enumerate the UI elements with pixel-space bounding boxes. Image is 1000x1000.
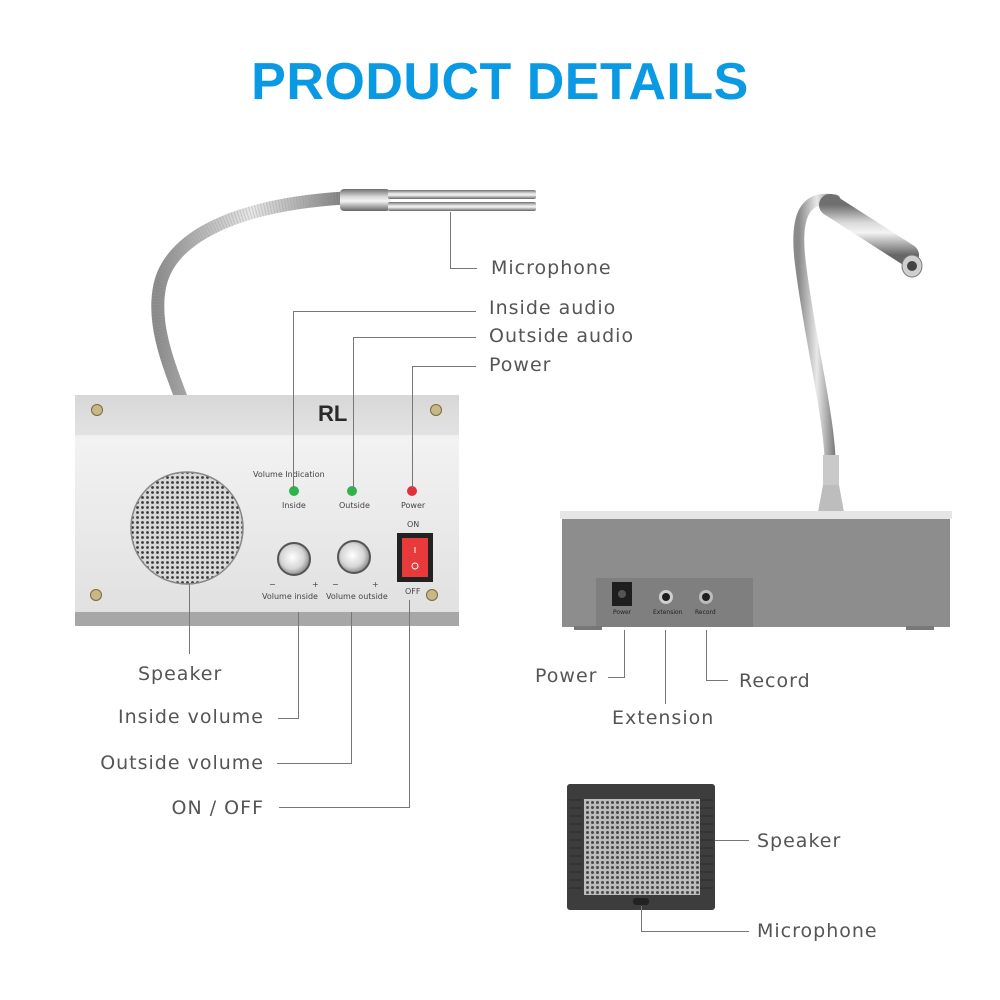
callout-ext-speaker: Speaker xyxy=(757,830,842,852)
callout-line-outside-audio-h xyxy=(353,337,476,338)
callout-line-on-off xyxy=(409,600,410,808)
brand-logo: RL xyxy=(318,401,348,426)
switch-off-text: OFF xyxy=(405,587,421,596)
callout-back-record: Record xyxy=(739,670,811,692)
callout-on-off: ON / OFF xyxy=(171,797,264,819)
callout-line-inside-audio-h xyxy=(293,311,476,312)
callout-line-back-record-h xyxy=(706,680,728,681)
port-extension-text: Extension xyxy=(653,609,683,616)
callout-ext-microphone: Microphone xyxy=(757,920,878,942)
knob-inside-text: Volume inside xyxy=(262,592,318,601)
callout-line-back-record xyxy=(706,630,707,680)
callout-outside-volume: Outside volume xyxy=(100,752,264,774)
callout-inside-audio: Inside audio xyxy=(489,297,617,319)
led-power-text: Power xyxy=(401,501,426,510)
callout-line-back-extension xyxy=(665,630,666,704)
callout-speaker: Speaker xyxy=(138,663,223,685)
callout-line-outside-audio xyxy=(353,337,354,489)
callout-back-extension: Extension xyxy=(612,707,715,729)
callout-line-microphone-h xyxy=(450,268,477,269)
knob-inside-minus: − xyxy=(269,580,276,589)
callout-line-on-off-h xyxy=(279,807,410,808)
volume-indication-text: Volume Indication xyxy=(253,470,325,479)
callout-line-back-power-h xyxy=(608,677,625,678)
callout-line-inside-volume-h xyxy=(278,718,299,719)
callout-line-ext-microphone xyxy=(641,906,642,931)
port-record-text: Record xyxy=(695,609,716,616)
led-inside-text: Inside xyxy=(282,501,306,510)
knob-outside-plus: + xyxy=(372,580,379,589)
knob-outside-minus: − xyxy=(332,580,339,589)
callout-line-ext-microphone-h xyxy=(641,931,749,932)
callout-inside-volume: Inside volume xyxy=(118,706,264,728)
led-outside-text: Outside xyxy=(339,501,370,510)
callout-line-inside-audio xyxy=(293,311,294,489)
callout-back-power: Power xyxy=(535,665,598,687)
callout-line-speaker xyxy=(189,584,190,654)
callout-line-back-power xyxy=(624,630,625,677)
callout-outside-audio: Outside audio xyxy=(489,325,635,347)
callout-line-ext-speaker xyxy=(715,840,749,841)
callout-line-microphone xyxy=(450,212,451,269)
page-title: PRODUCT DETAILS xyxy=(251,53,749,111)
port-power-text: Power xyxy=(613,609,632,616)
knob-inside-plus: + xyxy=(312,580,319,589)
knob-outside-text: Volume outside xyxy=(326,592,388,601)
callout-line-power xyxy=(412,366,413,488)
callout-line-outside-volume xyxy=(351,612,352,763)
callout-power: Power xyxy=(489,354,552,376)
switch-on-text: ON xyxy=(407,520,420,529)
callout-line-inside-volume xyxy=(298,612,299,718)
callout-microphone: Microphone xyxy=(491,257,612,279)
callout-line-outside-volume-h xyxy=(277,763,352,764)
callout-line-power-h xyxy=(412,366,476,367)
